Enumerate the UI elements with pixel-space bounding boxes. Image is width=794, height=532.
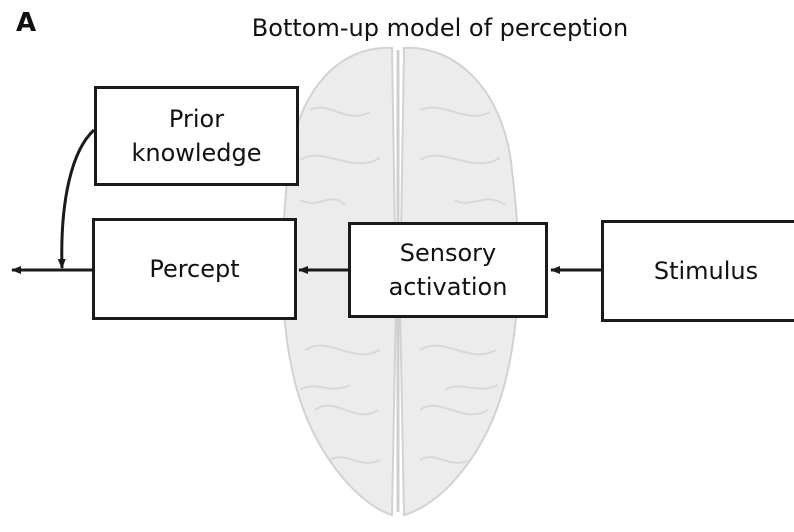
diagram-title: Bottom-up model of perception — [251, 14, 629, 42]
arrow-prior-to-output — [57, 128, 96, 269]
connectors — [11, 128, 601, 274]
brain-illustration — [281, 46, 520, 517]
sensory-activation-box: Sensory activation — [348, 222, 548, 318]
panel-label: A — [16, 8, 37, 38]
prior-knowledge-box: Prior knowledge — [94, 86, 299, 186]
percept-label: Percept — [149, 255, 240, 283]
stimulus-box: Stimulus — [601, 220, 794, 322]
prior-knowledge-label: Prior knowledge — [131, 105, 262, 167]
stimulus-label: Stimulus — [653, 257, 759, 285]
sensory-activation-label: Sensory activation — [388, 239, 508, 301]
percept-box: Percept — [92, 218, 297, 320]
